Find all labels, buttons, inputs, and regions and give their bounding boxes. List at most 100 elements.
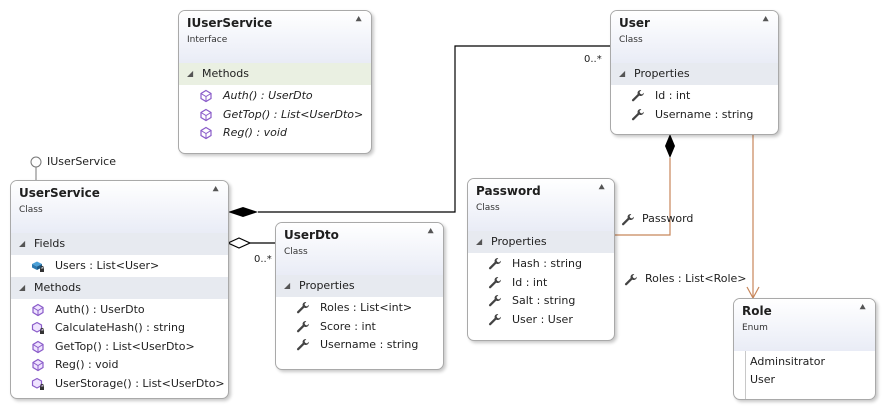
- member-text: Id : int: [655, 89, 691, 102]
- user-kind: Class: [619, 35, 643, 45]
- member-text: Auth() : UserDto: [223, 89, 313, 102]
- member-row[interactable]: Users : List<User>: [11, 257, 228, 276]
- userdto-header: UserDto Class ⯅: [276, 223, 443, 275]
- lollipop-label: IUserService: [47, 155, 116, 168]
- member-row[interactable]: Reg() : void: [179, 124, 371, 143]
- member-text: Username : string: [655, 107, 754, 121]
- section-label: Properties: [299, 279, 355, 292]
- member-row[interactable]: Roles : List<int>: [276, 299, 443, 318]
- composition-diamond-user: [665, 134, 675, 158]
- member-text: CalculateHash() : string: [55, 321, 185, 334]
- password-kind: Class: [476, 203, 500, 213]
- wrench-icon: [296, 339, 309, 351]
- user-box[interactable]: User Class ⯅ ◢ Properties Id : int Usern…: [610, 10, 779, 135]
- roles-label-text: Roles : List<Role>: [645, 272, 747, 285]
- expand-triangle-icon[interactable]: ◢: [284, 281, 291, 290]
- user-properties-section[interactable]: ◢ Properties: [611, 63, 778, 85]
- member-row[interactable]: User : User: [468, 311, 614, 330]
- member-row[interactable]: Auth() : UserDto: [179, 87, 371, 106]
- member-text: Reg() : void: [223, 126, 287, 139]
- expand-triangle-icon[interactable]: ◢: [19, 239, 26, 248]
- enum-value[interactable]: User: [750, 373, 776, 386]
- role-box[interactable]: Role Enum ⯅ Adminsitrator User: [733, 298, 876, 400]
- password-label-text: Password: [642, 212, 694, 225]
- member-text: GetTop() : List<UserDto>: [55, 339, 195, 353]
- password-association-label: Password: [621, 212, 694, 226]
- userservice-box[interactable]: UserService Class ⯅ ◢ Fields Users : Lis…: [10, 180, 229, 399]
- public-method-icon: [32, 303, 44, 316]
- userdto-box[interactable]: UserDto Class ⯅ ◢ Properties Roles : Lis…: [275, 222, 444, 370]
- user-password-association: [614, 158, 671, 236]
- password-properties-section[interactable]: ◢ Properties: [468, 231, 614, 253]
- wrench-icon: [488, 258, 501, 270]
- expand-triangle-icon[interactable]: ◢: [619, 69, 626, 78]
- password-box[interactable]: Password Class ⯅ ◢ Properties Hash : str…: [467, 178, 615, 341]
- userdto-title: UserDto: [284, 228, 339, 242]
- public-method-icon: [32, 340, 44, 353]
- roles-association-label: Roles : List<Role>: [624, 272, 747, 286]
- member-row[interactable]: Score : int: [276, 318, 443, 337]
- section-label: Methods: [34, 280, 81, 294]
- collapse-icon[interactable]: ⯅: [858, 301, 867, 314]
- member-row[interactable]: Id : int: [611, 87, 778, 106]
- iuserservice-methods-section[interactable]: ◢ Methods: [179, 63, 371, 85]
- member-row[interactable]: GetTop() : List<UserDto>: [179, 106, 371, 125]
- wrench-icon: [296, 320, 309, 332]
- user-header: User Class ⯅: [611, 11, 778, 63]
- userdto-properties-section[interactable]: ◢ Properties: [276, 275, 443, 297]
- iuserservice-box[interactable]: IUserService Interface ⯅ ◢ Methods Auth(…: [178, 10, 372, 154]
- member-row[interactable]: Salt : string: [468, 292, 614, 311]
- interface-method-icon: [200, 89, 212, 103]
- member-row[interactable]: CalculateHash() : string: [11, 319, 228, 338]
- userservice-methods-section[interactable]: ◢ Methods: [11, 276, 228, 299]
- member-row[interactable]: UserStorage() : List<UserDto>: [11, 375, 228, 394]
- member-row[interactable]: Hash : string: [468, 255, 614, 274]
- member-row[interactable]: GetTop() : List<UserDto>: [11, 338, 228, 357]
- collapse-icon[interactable]: ⯅: [354, 13, 363, 26]
- member-text: Salt : string: [512, 294, 576, 307]
- member-row[interactable]: Reg() : void: [11, 356, 228, 375]
- wrench-icon: [631, 90, 644, 102]
- enum-value[interactable]: Adminsitrator: [750, 355, 825, 368]
- member-row[interactable]: Id : int: [468, 274, 614, 293]
- user-multiplicity: 0..*: [584, 54, 602, 65]
- wrench-icon: [631, 108, 644, 120]
- composition-diamond-userservice: [228, 207, 258, 217]
- private-field-icon: [32, 261, 44, 272]
- userservice-user-association: [258, 45, 610, 213]
- lollipop-circle: [30, 156, 42, 168]
- password-header: Password Class ⯅: [468, 179, 614, 231]
- section-label: Properties: [491, 235, 547, 248]
- private-method-icon: [31, 377, 44, 390]
- member-text: Score : int: [320, 319, 376, 333]
- expand-triangle-icon[interactable]: ◢: [19, 282, 26, 292]
- collapse-icon[interactable]: ⯅: [761, 13, 770, 26]
- member-text: Users : List<User>: [55, 259, 160, 272]
- collapse-icon[interactable]: ⯅: [211, 183, 220, 196]
- member-text: Roles : List<int>: [320, 301, 413, 314]
- wrench-icon: [488, 295, 501, 307]
- member-text: Auth() : UserDto: [55, 302, 145, 316]
- userservice-kind: Class: [19, 205, 43, 215]
- section-label: Fields: [34, 237, 66, 250]
- userservice-fields-section[interactable]: ◢ Fields: [11, 233, 228, 255]
- collapse-icon[interactable]: ⯅: [597, 181, 606, 194]
- member-text: GetTop() : List<UserDto>: [223, 107, 364, 121]
- wrench-icon: [488, 276, 501, 288]
- member-text: User : User: [512, 312, 573, 326]
- collapse-icon[interactable]: ⯅: [426, 225, 435, 238]
- member-row[interactable]: Auth() : UserDto: [11, 301, 228, 320]
- expand-triangle-icon[interactable]: ◢: [476, 237, 483, 246]
- private-method-icon: [31, 321, 44, 334]
- iuserservice-header: IUserService Interface ⯅: [179, 11, 371, 63]
- member-row[interactable]: Username : string: [276, 336, 443, 355]
- expand-triangle-icon[interactable]: ◢: [187, 69, 194, 78]
- member-row[interactable]: Username : string: [611, 106, 778, 125]
- wrench-icon: [296, 302, 309, 314]
- userdto-kind: Class: [284, 247, 308, 257]
- member-text: Username : string: [320, 338, 419, 351]
- member-text: UserStorage() : List<UserDto>: [55, 376, 225, 390]
- interface-method-icon: [200, 108, 212, 121]
- wrench-icon: [624, 274, 637, 286]
